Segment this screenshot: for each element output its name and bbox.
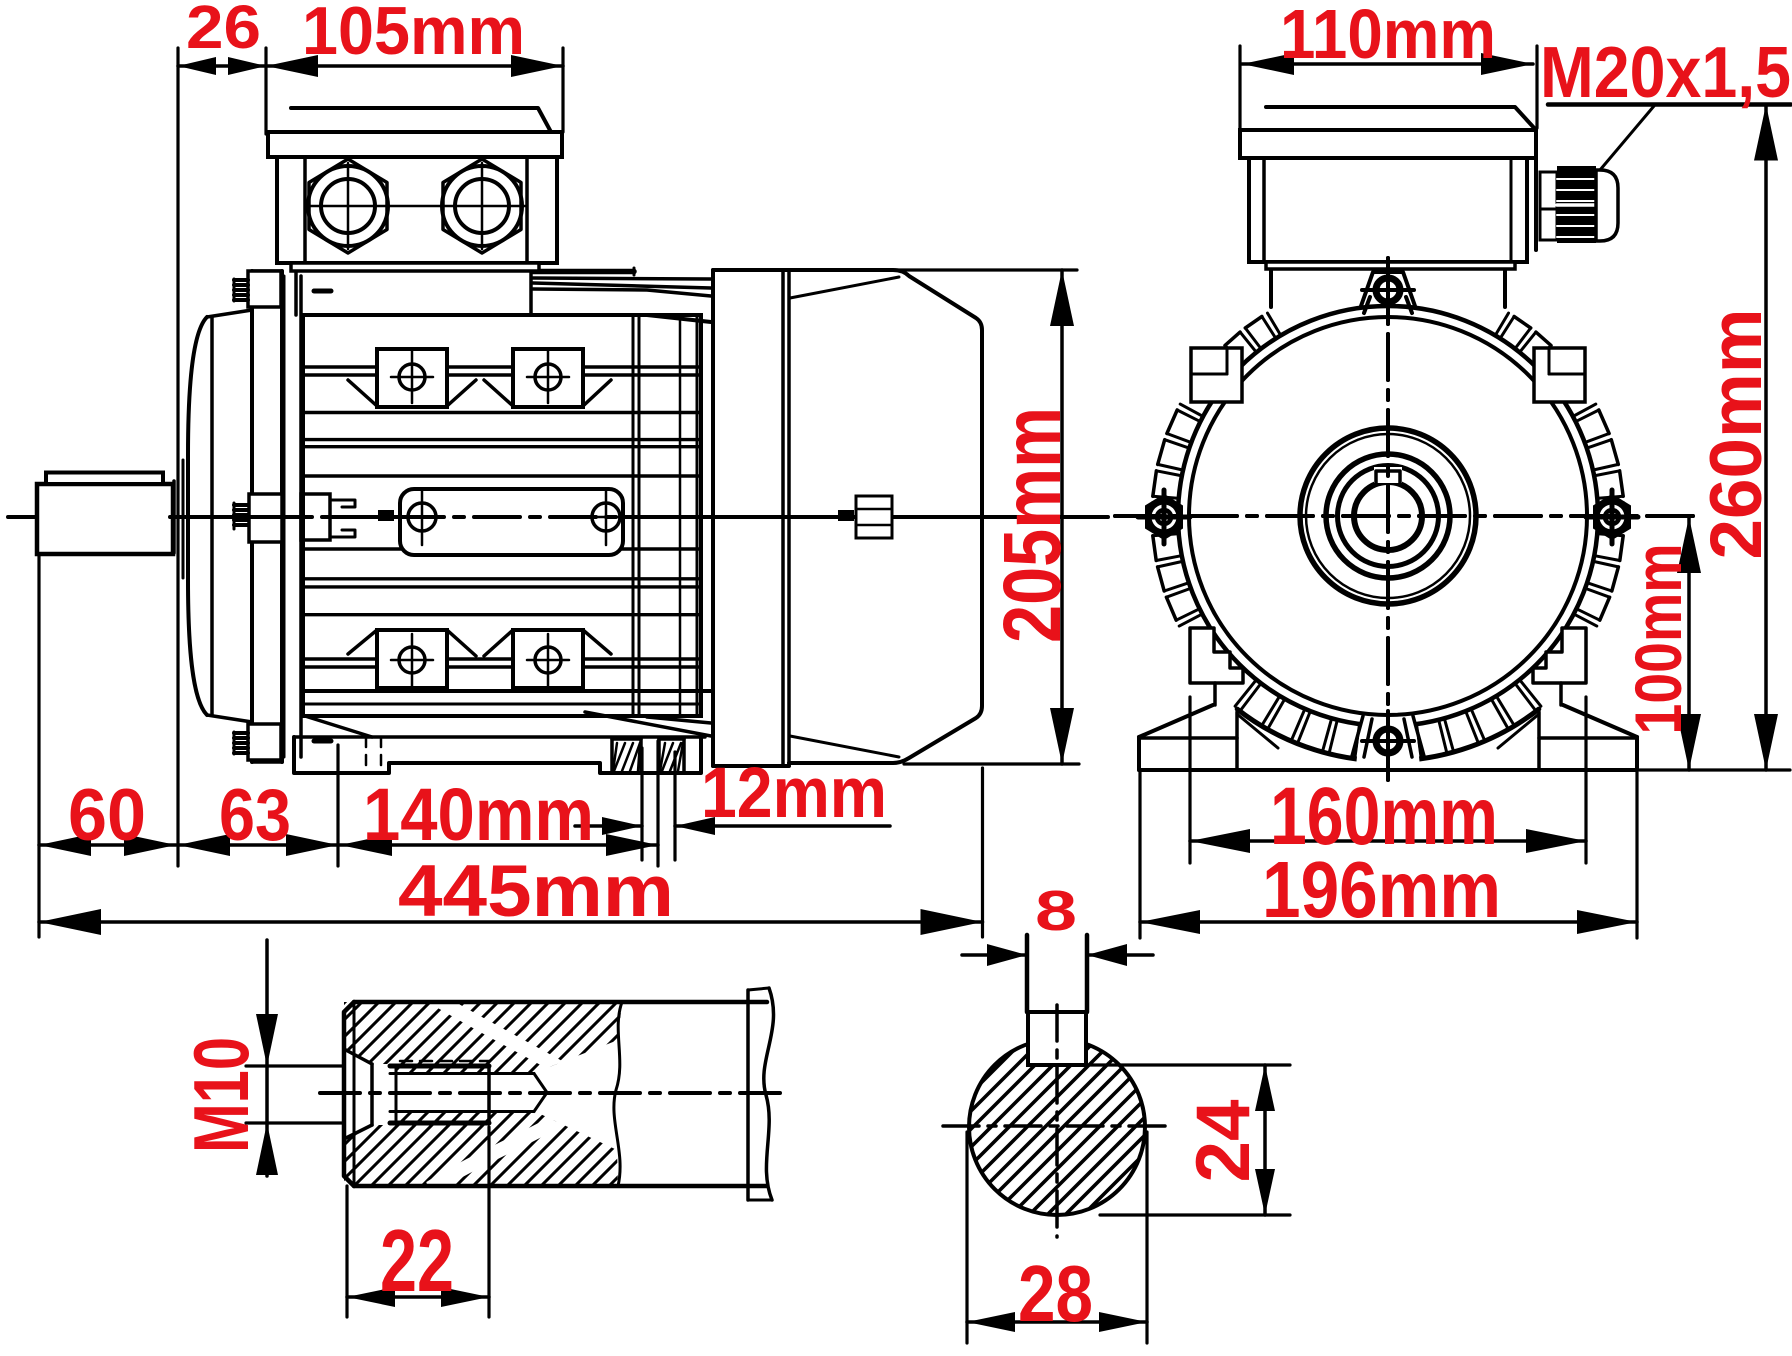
svg-text:22: 22 (380, 1211, 454, 1310)
svg-text:26: 26 (186, 0, 261, 61)
svg-text:24: 24 (1181, 1100, 1266, 1183)
svg-text:M10: M10 (177, 1037, 265, 1153)
svg-text:12mm: 12mm (701, 754, 887, 833)
svg-text:196mm: 196mm (1262, 845, 1501, 934)
svg-text:60: 60 (68, 775, 146, 856)
svg-text:160mm: 160mm (1270, 771, 1498, 862)
svg-text:260mm: 260mm (1696, 309, 1777, 560)
svg-text:110mm: 110mm (1280, 0, 1496, 73)
svg-text:445mm: 445mm (398, 851, 674, 932)
svg-text:28: 28 (1018, 1249, 1093, 1338)
svg-text:140mm: 140mm (363, 773, 594, 856)
svg-text:205mm: 205mm (987, 407, 1078, 643)
svg-text:8: 8 (1035, 879, 1077, 943)
svg-text:M20x1,5: M20x1,5 (1540, 33, 1791, 113)
svg-text:100mm: 100mm (1621, 544, 1695, 735)
svg-text:105mm: 105mm (302, 0, 525, 69)
svg-text:63: 63 (219, 775, 291, 856)
